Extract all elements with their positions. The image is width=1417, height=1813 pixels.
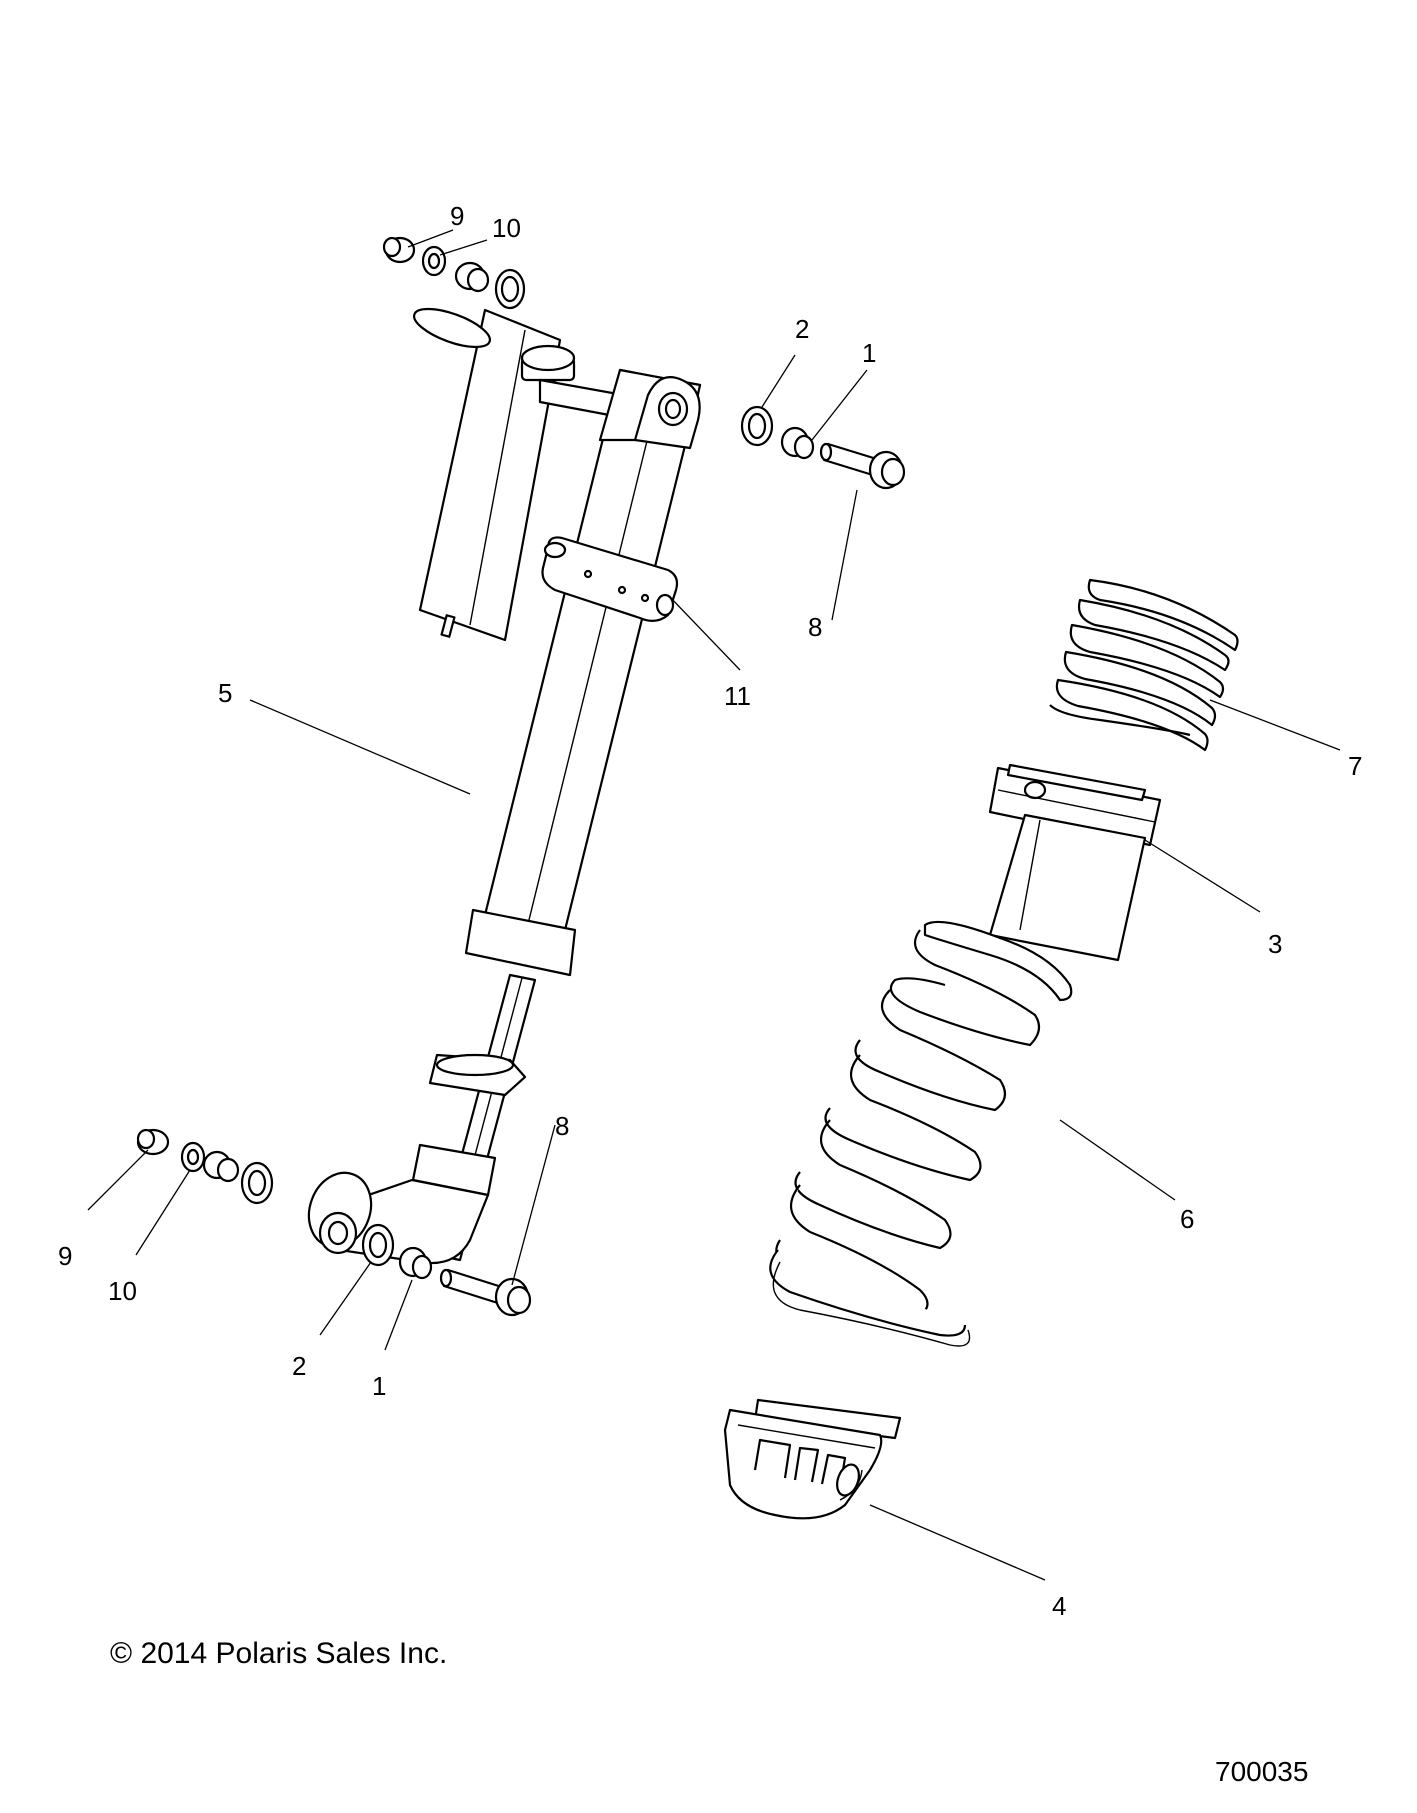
callouts: 9 10 2 1 8 11 5 7 3 6 8 9 10 2 1 4 xyxy=(58,201,1362,1621)
top-left-hardware xyxy=(382,236,526,310)
part-1-top-bushing xyxy=(780,426,815,460)
part-8-bottom-bolt xyxy=(439,1268,532,1317)
callout-10-bottom: 10 xyxy=(108,1276,137,1306)
part-4-lower-spring-seat xyxy=(723,1398,902,1520)
leader-lines xyxy=(87,229,1341,1581)
bottom-eyelet xyxy=(307,1143,497,1265)
callout-8-bottom: 8 xyxy=(555,1111,569,1141)
top-eyelet xyxy=(633,376,701,450)
copyright-text: © 2014 Polaris Sales Inc. xyxy=(110,1637,447,1670)
callout-5: 5 xyxy=(218,678,232,708)
callout-4: 4 xyxy=(1052,1591,1066,1621)
callout-2-bottom: 2 xyxy=(292,1351,306,1381)
part-8-top-bolt xyxy=(819,442,906,490)
bottom-outer-washer xyxy=(240,1161,274,1205)
part-9-bottom-bolt xyxy=(136,1128,170,1156)
part-9-top-bolt xyxy=(382,236,416,264)
diagram-id: 700035 xyxy=(1215,1756,1308,1787)
part-1-bottom-bushing xyxy=(398,1246,433,1280)
part-2-bottom-washer xyxy=(361,1223,395,1267)
bump-stop xyxy=(428,1053,527,1097)
callout-10-top: 10 xyxy=(492,213,521,243)
callout-9-bottom: 9 xyxy=(58,1241,72,1271)
callout-1-top: 1 xyxy=(862,338,876,368)
top-outer-washer xyxy=(494,268,526,310)
part-10-bottom-washer xyxy=(180,1141,206,1173)
callout-2-top: 2 xyxy=(795,314,809,344)
callout-1-bottom: 1 xyxy=(372,1371,386,1401)
callout-9-top: 9 xyxy=(450,201,464,231)
part-10-top-washer xyxy=(421,245,447,277)
bottom-bushing xyxy=(202,1150,240,1183)
callout-6: 6 xyxy=(1180,1204,1194,1234)
top-right-hardware xyxy=(740,405,906,490)
callout-11: 11 xyxy=(724,681,751,711)
part-11-clamp xyxy=(541,536,679,622)
callout-8-top: 8 xyxy=(808,612,822,642)
part-2-top-washer xyxy=(740,405,774,447)
bottom-right-hardware xyxy=(361,1223,532,1317)
callout-7: 7 xyxy=(1348,751,1362,781)
bottom-left-hardware xyxy=(136,1128,274,1205)
part-5-shock-body xyxy=(307,307,702,1265)
part-3-spring-adapter xyxy=(988,763,1162,962)
part-6-main-spring xyxy=(769,920,1073,1347)
top-bushing xyxy=(454,261,490,293)
callout-3: 3 xyxy=(1268,929,1282,959)
part-7-tender-spring xyxy=(1049,578,1239,752)
